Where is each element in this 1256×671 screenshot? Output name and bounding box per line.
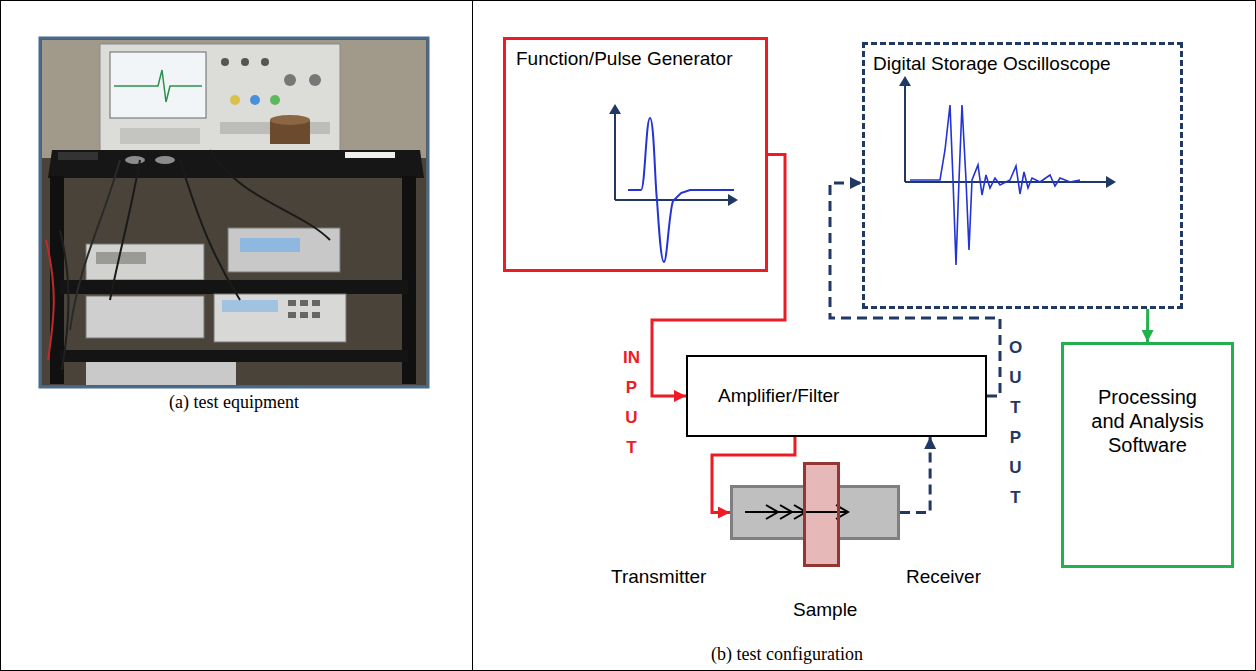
shelf-item — [58, 152, 98, 160]
output-wire — [900, 437, 930, 513]
scope-knob — [221, 58, 229, 66]
instrument-key — [300, 312, 308, 318]
signal-label: INPUT — [623, 343, 640, 463]
received-waveform — [910, 105, 1080, 265]
scope-knob — [284, 74, 296, 86]
node-label: Processing and Analysis Software — [1088, 385, 1207, 457]
photo-ground — [40, 38, 428, 387]
signal-label: OUTPUT — [1007, 333, 1024, 513]
axis-arrowhead — [728, 194, 738, 206]
output-wire — [830, 183, 1000, 396]
instrument-key — [312, 312, 320, 318]
cable — [60, 230, 69, 370]
instrument-key — [288, 312, 296, 318]
scope-knob — [270, 95, 280, 105]
sensor-puck — [155, 156, 175, 164]
instrument — [86, 244, 204, 280]
oscilloscope-plot — [899, 76, 1116, 265]
subfigure-caption: (a) test equipment — [40, 392, 428, 413]
cable — [46, 240, 54, 360]
wave-arrow — [745, 511, 846, 513]
sensor-puck — [125, 156, 145, 164]
scope-knob — [241, 58, 249, 66]
scope-knob — [261, 58, 269, 66]
node-label: Sample — [793, 599, 857, 622]
wave-arrow — [780, 505, 792, 519]
instrument-key — [300, 300, 308, 306]
subfigure-caption: (b) test configuration — [572, 644, 1002, 665]
instrument — [214, 294, 346, 342]
oscilloscope-box: Digital Storage Oscilloscope — [862, 42, 1183, 309]
instrument-display — [222, 300, 278, 312]
sample-block: Sample — [803, 462, 840, 567]
transmitter-block: Transmitter — [730, 485, 803, 540]
node-label: Function/Pulse Generator — [516, 48, 733, 71]
receiver-block: Receiver — [840, 485, 900, 540]
instrument — [86, 362, 236, 385]
sample-fill — [803, 462, 840, 567]
node-label: Amplifier/Filter — [718, 385, 839, 408]
node-label: Digital Storage Oscilloscope — [873, 53, 1111, 76]
generator-plot — [609, 104, 738, 262]
scope-body — [100, 44, 340, 154]
amplifier-box: Amplifier/Filter — [686, 355, 987, 437]
plot-axis — [614, 112, 616, 200]
shelf-item — [345, 152, 395, 158]
plot-axis — [904, 84, 906, 182]
instrument — [86, 296, 204, 338]
axis-arrowhead — [1106, 176, 1116, 188]
photo-floor — [42, 158, 426, 385]
node-label: Receiver — [906, 566, 981, 589]
cable — [70, 160, 120, 330]
table-divider — [472, 0, 473, 671]
software-box: Processing and Analysis Software — [1061, 342, 1234, 568]
scope-panel — [120, 128, 200, 144]
scope-knob — [230, 95, 240, 105]
generator-box: Function/Pulse Generator — [503, 37, 768, 272]
scope-trace — [114, 70, 202, 102]
cart-shelf — [48, 150, 424, 178]
photo-wall — [42, 40, 426, 158]
scope-knob — [250, 95, 260, 105]
cable — [180, 160, 240, 300]
input-wire — [712, 437, 795, 513]
cable — [210, 150, 330, 240]
pulse-waveform — [628, 118, 734, 262]
specimen-assembly — [730, 462, 900, 567]
scope-screen — [110, 52, 206, 118]
wave-arrow — [766, 505, 778, 519]
scope-knob — [309, 74, 321, 86]
data-link — [1146, 309, 1149, 342]
equipment-photo — [40, 38, 428, 387]
axis-arrowhead — [899, 76, 911, 86]
cart-shelf — [60, 350, 408, 362]
node-label: Transmitter — [611, 566, 706, 589]
instrument-display — [240, 238, 300, 252]
weight-block — [270, 115, 310, 125]
axis-arrowhead — [609, 104, 621, 114]
instrument-key — [312, 300, 320, 306]
photo-frame — [40, 38, 428, 387]
instrument-key — [288, 300, 296, 306]
